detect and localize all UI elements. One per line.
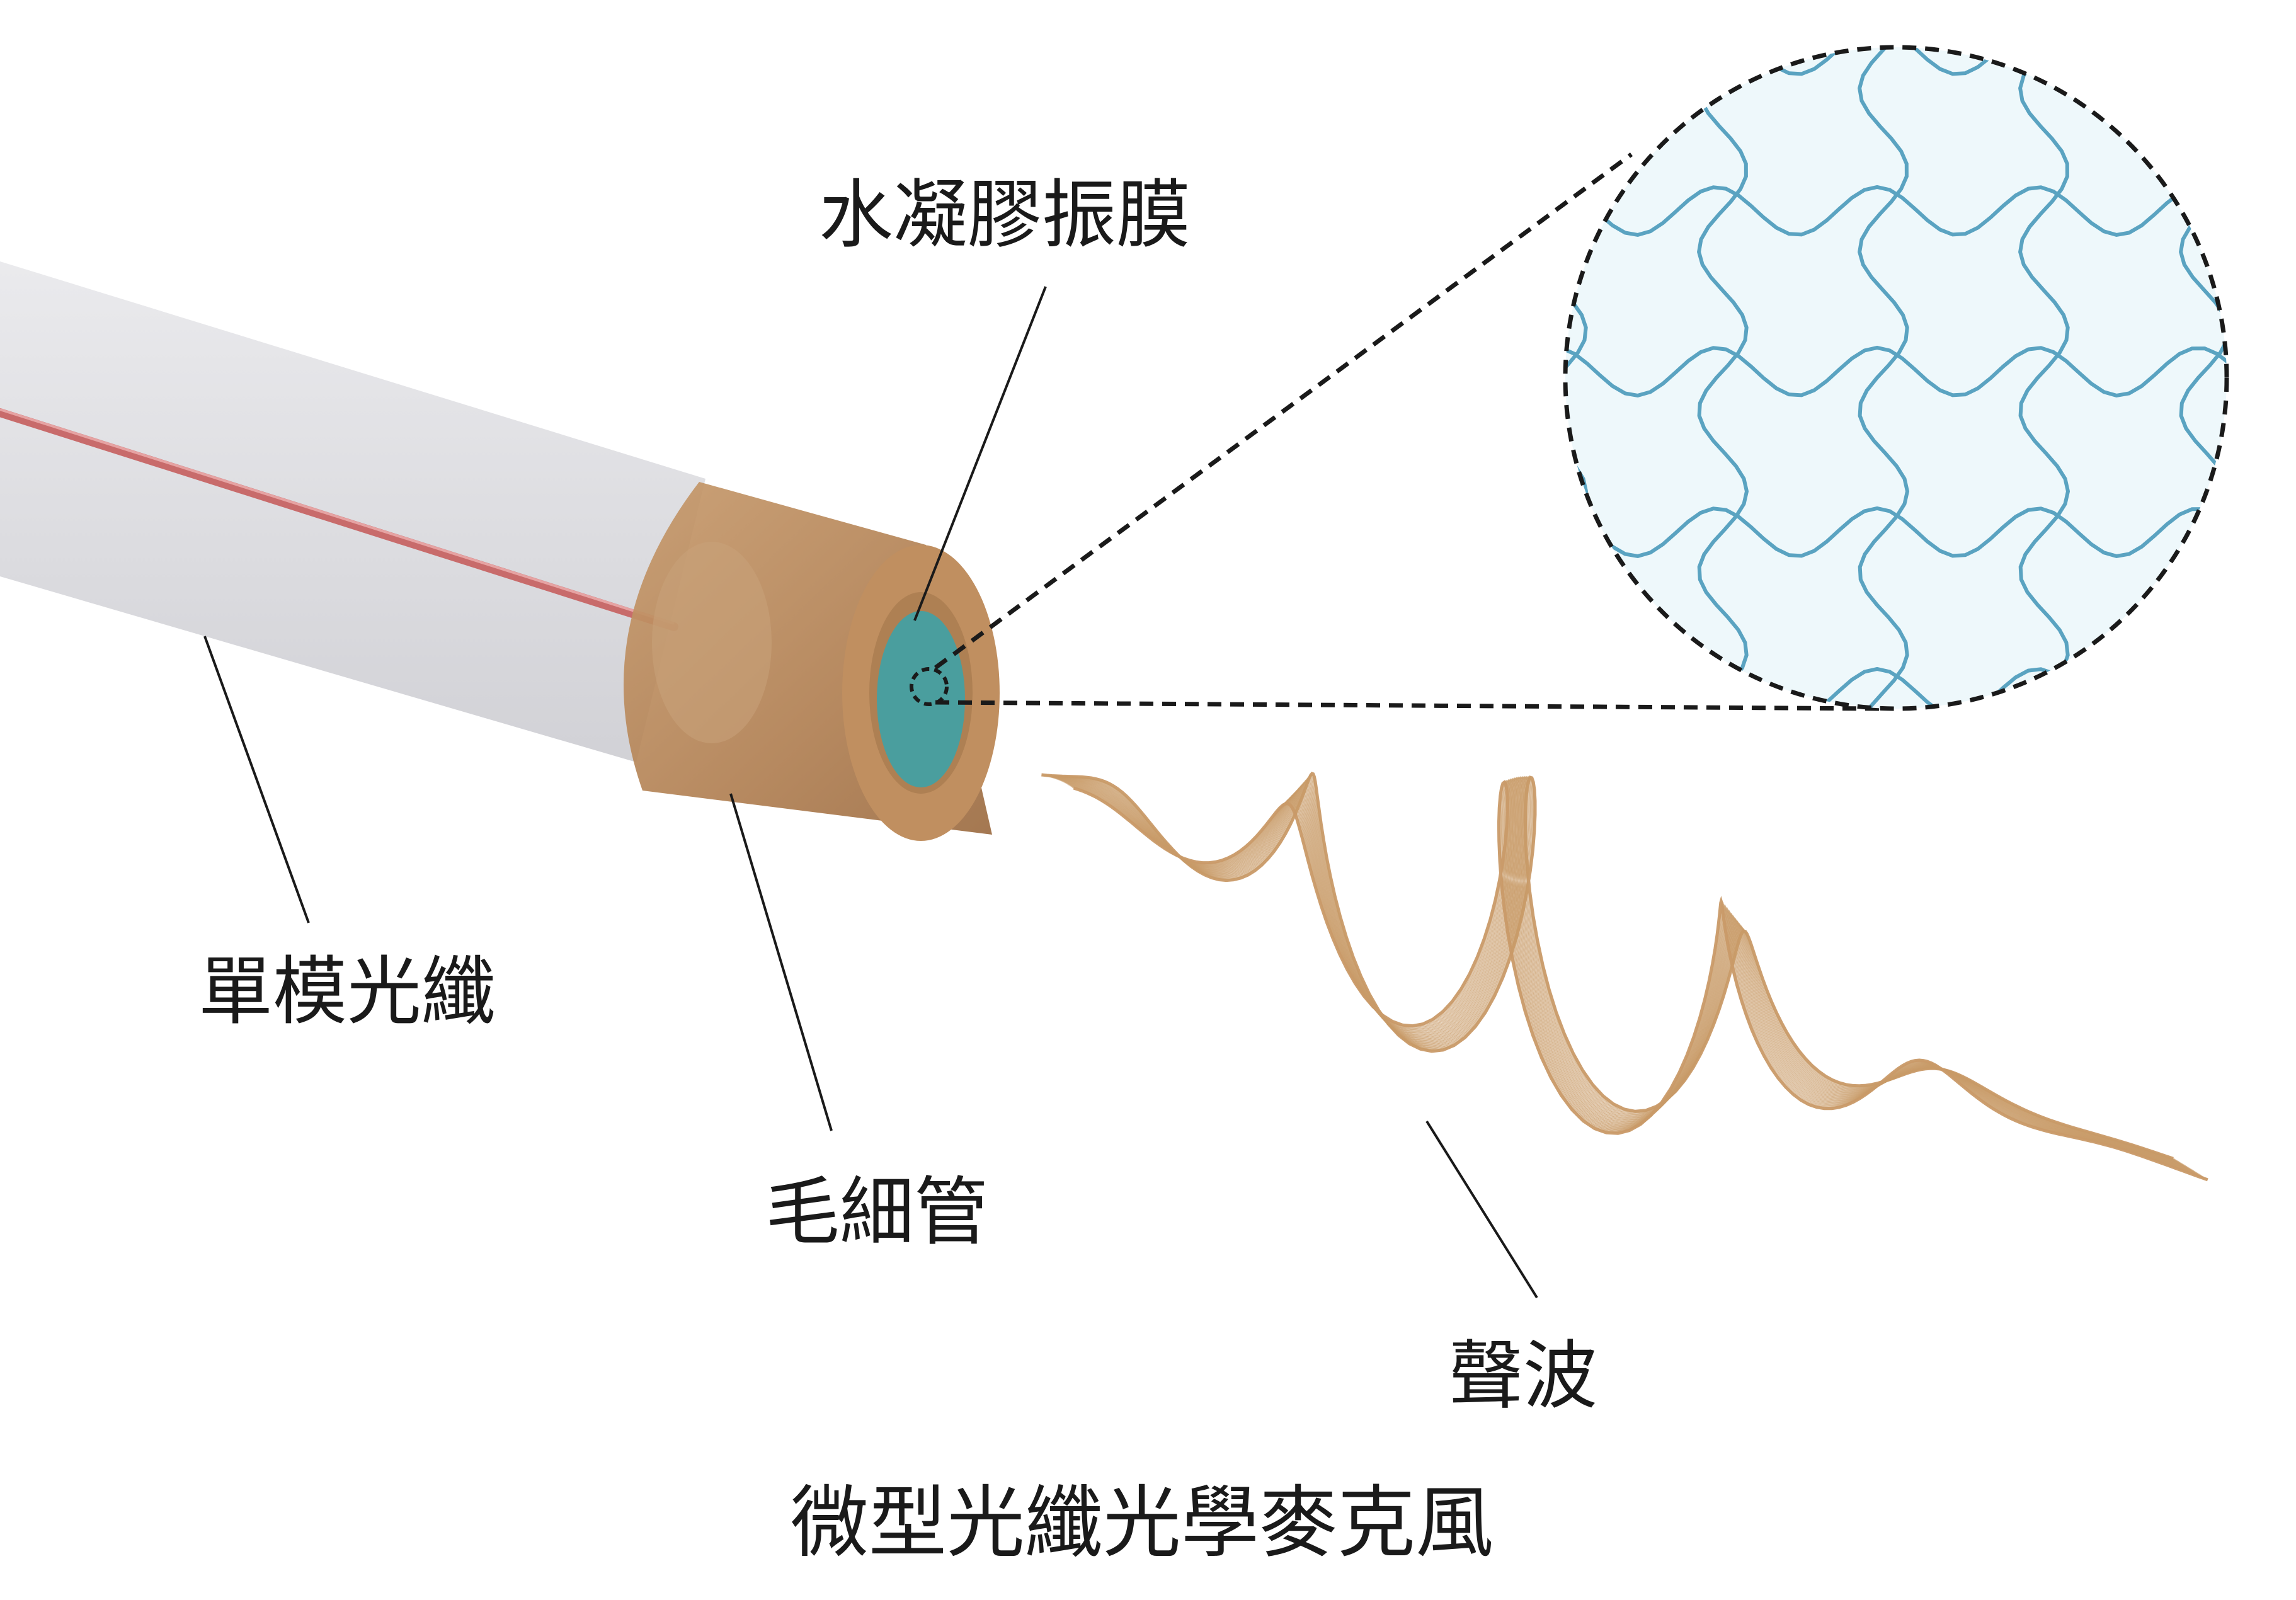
diagram-caption: 微型光纖光學麥克風 xyxy=(791,1478,1494,1569)
mesh-strand-vertical xyxy=(1378,0,1425,756)
capillary-leader xyxy=(729,793,833,1131)
membrane-leader xyxy=(913,286,1047,621)
mesh-strand-horizontal xyxy=(1565,185,2227,237)
wave-ribbon-strand xyxy=(1073,780,2208,1182)
zoom-circle-outline xyxy=(1563,45,2229,711)
fiber-leader xyxy=(203,636,310,923)
single-mode-fiber xyxy=(0,261,705,762)
mesh-strand-vertical xyxy=(1858,47,1910,709)
acoustic-wave xyxy=(1041,772,2208,1182)
wave-label: 聲波 xyxy=(1449,1332,1597,1419)
fiber-label: 單模光纖 xyxy=(198,948,496,1035)
fiber-cladding xyxy=(0,261,705,762)
membrane-label: 水凝膠振膜 xyxy=(819,171,1191,258)
zoom-line-bottom xyxy=(935,700,1884,711)
capillary-label: 毛細管 xyxy=(765,1169,988,1255)
mesh-strand-vertical xyxy=(1217,0,1265,756)
mesh-strand-vertical xyxy=(2018,47,2070,709)
mesh-strand-vertical xyxy=(1697,47,1749,709)
hydrogel-mesh-zoom xyxy=(1056,0,2268,877)
fiber-core xyxy=(0,408,678,631)
zoom-line-top xyxy=(934,152,1633,670)
wave-leader xyxy=(1425,1120,1538,1299)
capillary-inner-bore xyxy=(652,542,772,743)
mesh-strand-horizontal xyxy=(1512,830,2268,877)
mesh-strand-horizontal xyxy=(1565,345,2227,397)
mesh-strand-vertical xyxy=(1056,0,1104,756)
mesh-strand-horizontal xyxy=(1565,506,2227,558)
zoom-source-marker xyxy=(910,667,949,706)
capillary-tube xyxy=(624,482,1000,841)
hydrogel-membrane xyxy=(877,611,965,787)
